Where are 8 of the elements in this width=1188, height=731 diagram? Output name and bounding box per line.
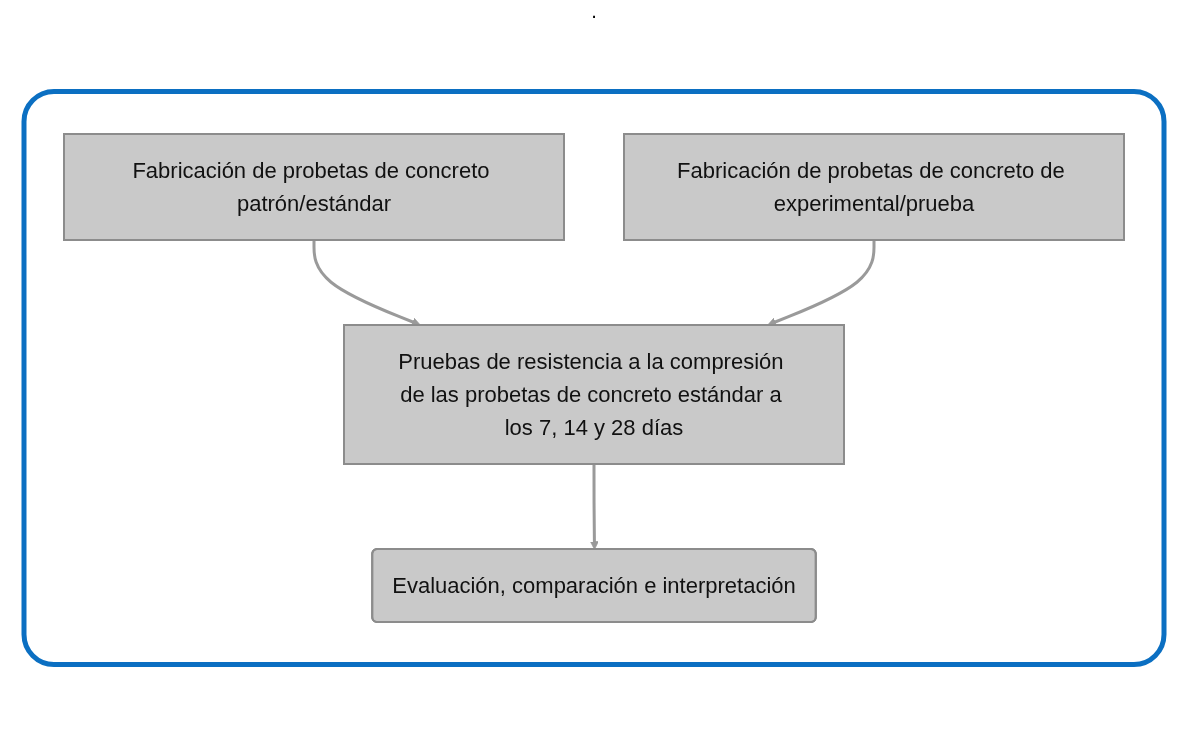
- cluster: [21, 88, 1167, 667]
- note-text: .: [591, 0, 597, 22]
- node-box: Fabricación de probetas de concreto patrón/estándar: [63, 132, 565, 241]
- arrow: [767, 239, 876, 326]
- arrow: [590, 463, 599, 550]
- arrow: [312, 239, 421, 326]
- node-box: Pruebas de resistencia a la compresión de las probetas de concreto estándar a los 7, 14 y 28 días: [343, 323, 845, 465]
- node-box: Fabricación de probetas de concreto de experimental/prueba: [623, 132, 1125, 241]
